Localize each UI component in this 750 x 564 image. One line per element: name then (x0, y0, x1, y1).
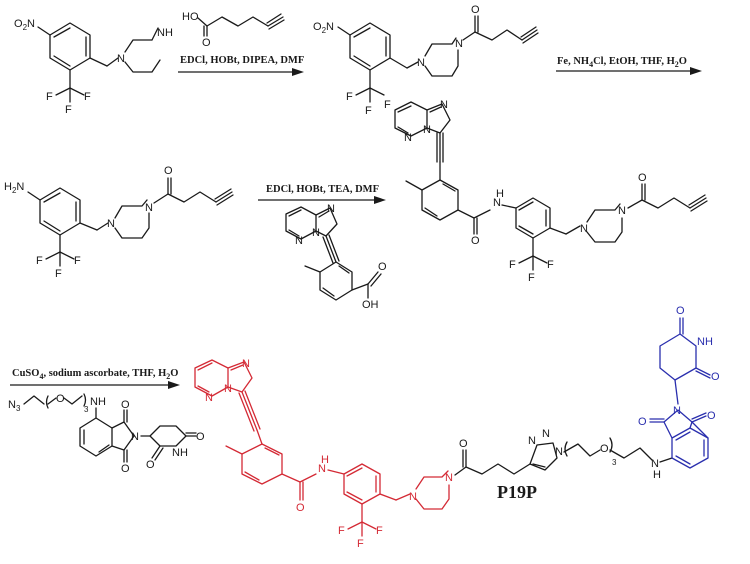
svg-text:N: N (542, 428, 550, 440)
svg-text:N: N (528, 435, 536, 447)
svg-text:F: F (46, 91, 53, 103)
svg-text:EDCl, HOBt, DIPEA, DMF: EDCl, HOBt, DIPEA, DMF (180, 55, 304, 66)
svg-text:O: O (638, 172, 647, 184)
svg-text:F: F (36, 255, 43, 267)
svg-text:F: F (365, 105, 372, 117)
svg-text:F: F (357, 538, 364, 550)
svg-text:N3: N3 (8, 399, 21, 413)
svg-text:N: N (651, 458, 659, 470)
reaction-arrow-step2: Fe, NH4Cl, EtOH, THF, H2O (556, 56, 702, 75)
svg-text:O: O (600, 443, 609, 455)
svg-text:N: N (312, 227, 320, 239)
svg-text:F: F (338, 525, 345, 537)
svg-text:N: N (404, 132, 412, 144)
svg-text:O: O (146, 459, 155, 471)
svg-text:N: N (117, 53, 125, 65)
svg-text:OH: OH (362, 299, 379, 311)
svg-text:N: N (445, 472, 453, 484)
svg-text:F: F (84, 91, 91, 103)
reagent-azide-peg-pomalidomide: N3 O 3 NH O O N O NH O (8, 393, 205, 475)
svg-text:F: F (346, 91, 353, 103)
svg-text:N: N (327, 203, 335, 215)
svg-text:N: N (423, 124, 431, 136)
svg-text:F: F (65, 104, 72, 116)
svg-text:NH: NH (172, 447, 188, 459)
starting-material-nitro-piperazine: O2N N NH F F F (14, 18, 173, 116)
svg-text:N: N (618, 205, 626, 217)
svg-text:N: N (205, 392, 213, 404)
svg-text:F: F (384, 99, 391, 111)
svg-text:Fe, NH4Cl, EtOH, THF, H2O: Fe, NH4Cl, EtOH, THF, H2O (557, 56, 687, 69)
svg-text:N: N (440, 99, 448, 111)
svg-text:F: F (376, 525, 383, 537)
svg-text:N: N (409, 491, 417, 503)
svg-text:O: O (676, 305, 685, 317)
svg-text:N: N (131, 431, 139, 443)
svg-text:NH: NH (697, 336, 713, 348)
svg-text:N: N (318, 463, 326, 475)
product-p19p: N N N O N H N (194, 305, 720, 550)
svg-text:NH: NH (157, 27, 173, 39)
reaction-arrow-step4: CuSO4, sodium ascorbate, THF, H2O (10, 368, 180, 389)
svg-text:O: O (121, 463, 130, 475)
svg-text:O: O (56, 393, 65, 405)
svg-text:O: O (121, 399, 130, 411)
svg-text:O: O (378, 261, 387, 273)
svg-text:F: F (528, 272, 535, 284)
svg-text:O: O (471, 235, 480, 247)
svg-text:EDCl, HOBt, TEA, DMF: EDCl, HOBt, TEA, DMF (266, 184, 379, 195)
svg-text:O: O (711, 371, 720, 383)
intermediate-ponatinib-alkyne: N N N O N H N N O (394, 99, 708, 284)
svg-text:N: N (673, 405, 681, 417)
svg-text:N: N (417, 57, 425, 69)
svg-text:O: O (638, 416, 647, 428)
svg-text:N: N (555, 446, 563, 458)
svg-text:N: N (580, 223, 588, 235)
svg-text:N: N (242, 358, 250, 370)
product-label: P19P (497, 482, 537, 502)
intermediate-amine: H2N N N O F F F (4, 165, 234, 280)
svg-text:N: N (145, 202, 153, 214)
svg-text:N: N (455, 38, 463, 50)
svg-text:N: N (493, 197, 501, 209)
ponatinib-moiety: N N N O N H N (194, 358, 453, 550)
svg-text:3: 3 (84, 405, 89, 414)
intermediate-nitro-amide: O2N N N O F F F (313, 4, 539, 117)
svg-text:H: H (653, 469, 661, 481)
svg-text:N: N (295, 235, 303, 247)
svg-text:O: O (164, 165, 173, 177)
reaction-arrow-step3: EDCl, HOBt, TEA, DMF (258, 184, 386, 204)
svg-text:F: F (509, 259, 516, 271)
svg-text:N: N (224, 383, 232, 395)
svg-text:O: O (459, 438, 468, 450)
svg-text:O: O (202, 37, 211, 49)
svg-text:F: F (55, 268, 62, 280)
svg-text:O: O (471, 4, 480, 16)
svg-text:O: O (707, 410, 716, 422)
svg-text:F: F (547, 259, 554, 271)
svg-text:N: N (107, 218, 115, 230)
reagent-imidazopyridazine-benzoic-acid: N N N O OH (285, 203, 387, 311)
triazole-peg-linker: O N N N O 3 N H (454, 428, 673, 481)
svg-text:CuSO4, sodium ascorbate, THF,: CuSO4, sodium ascorbate, THF, H2O (12, 368, 178, 381)
svg-text:O2N: O2N (313, 21, 334, 35)
svg-text:NH: NH (90, 396, 106, 408)
svg-text:H: H (496, 188, 504, 200)
pomalidomide-moiety: O O N O NH O (638, 305, 720, 469)
svg-text:F: F (74, 255, 81, 267)
reaction-arrow-step1: EDCl, HOBt, DIPEA, DMF (178, 55, 304, 76)
svg-text:H2N: H2N (4, 181, 24, 195)
reagent-hexynoic-acid: HO O (182, 11, 285, 49)
svg-text:3: 3 (612, 458, 617, 467)
svg-text:H: H (321, 454, 329, 466)
svg-text:O: O (296, 502, 305, 514)
svg-text:HO: HO (182, 11, 199, 23)
svg-text:O: O (196, 431, 205, 443)
svg-text:O2N: O2N (14, 18, 35, 32)
